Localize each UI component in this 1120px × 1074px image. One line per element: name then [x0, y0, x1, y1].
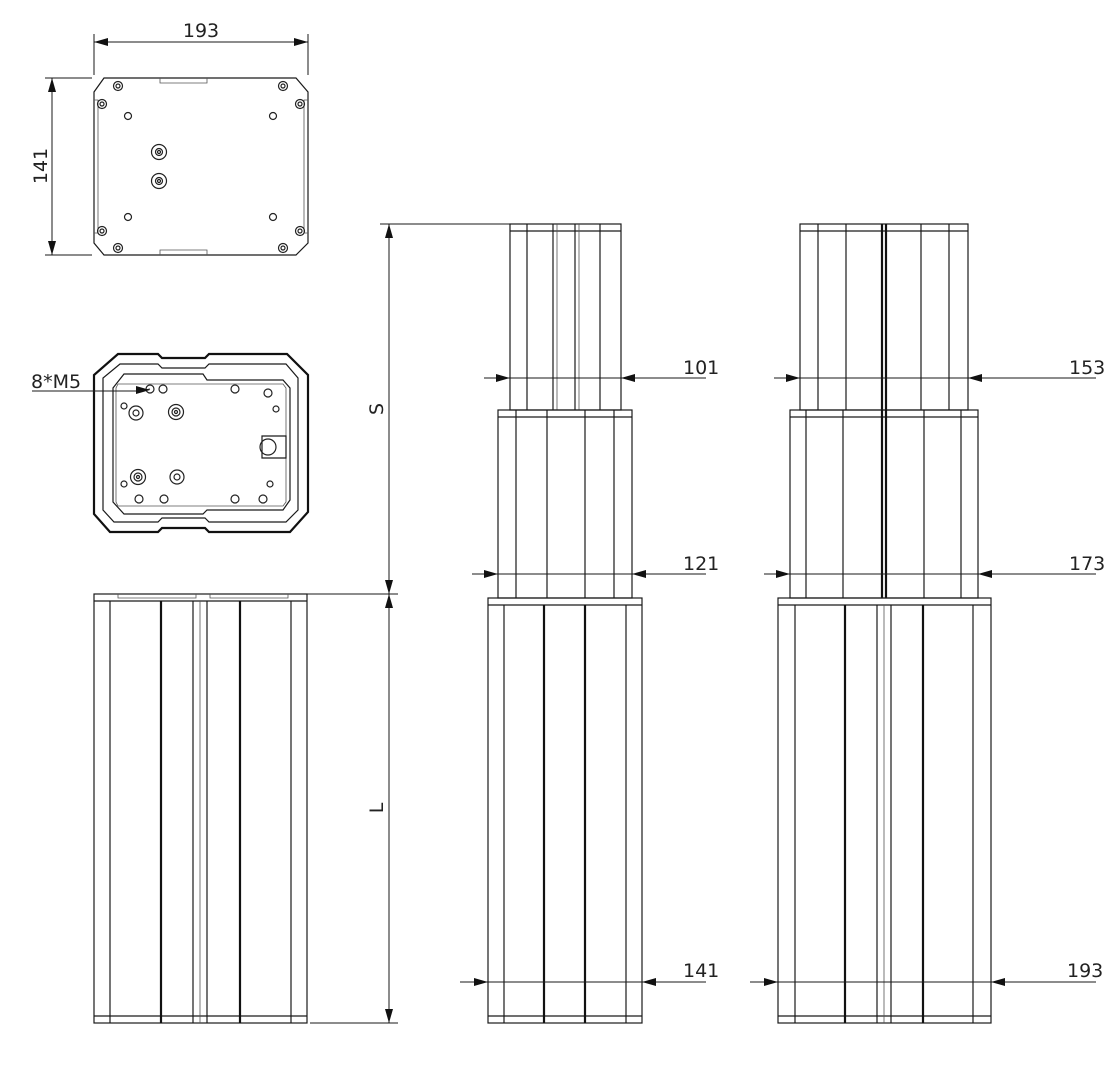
- col2-bottom-label: 193: [1067, 960, 1103, 982]
- col1-mid-label: 121: [683, 553, 719, 575]
- top-height-label: 141: [30, 148, 52, 184]
- length-label: L: [366, 802, 388, 813]
- retracted-side-view: S L: [93, 223, 512, 1024]
- mount-holes-label: 8*M5: [31, 371, 81, 393]
- top-width-label: 193: [183, 20, 219, 42]
- column-side-view: 153 173 193: [750, 223, 1105, 1024]
- col2-mid-label: 173: [1069, 553, 1105, 575]
- col1-top-label: 101: [683, 357, 719, 379]
- base-view: 8*M5: [31, 352, 310, 534]
- col2-top-label: 153: [1069, 357, 1105, 379]
- col1-bottom-label: 141: [683, 960, 719, 982]
- column-front-view: 101 121 141: [460, 223, 719, 1024]
- stroke-label: S: [366, 403, 388, 415]
- top-plate-view: 193 141: [30, 20, 309, 256]
